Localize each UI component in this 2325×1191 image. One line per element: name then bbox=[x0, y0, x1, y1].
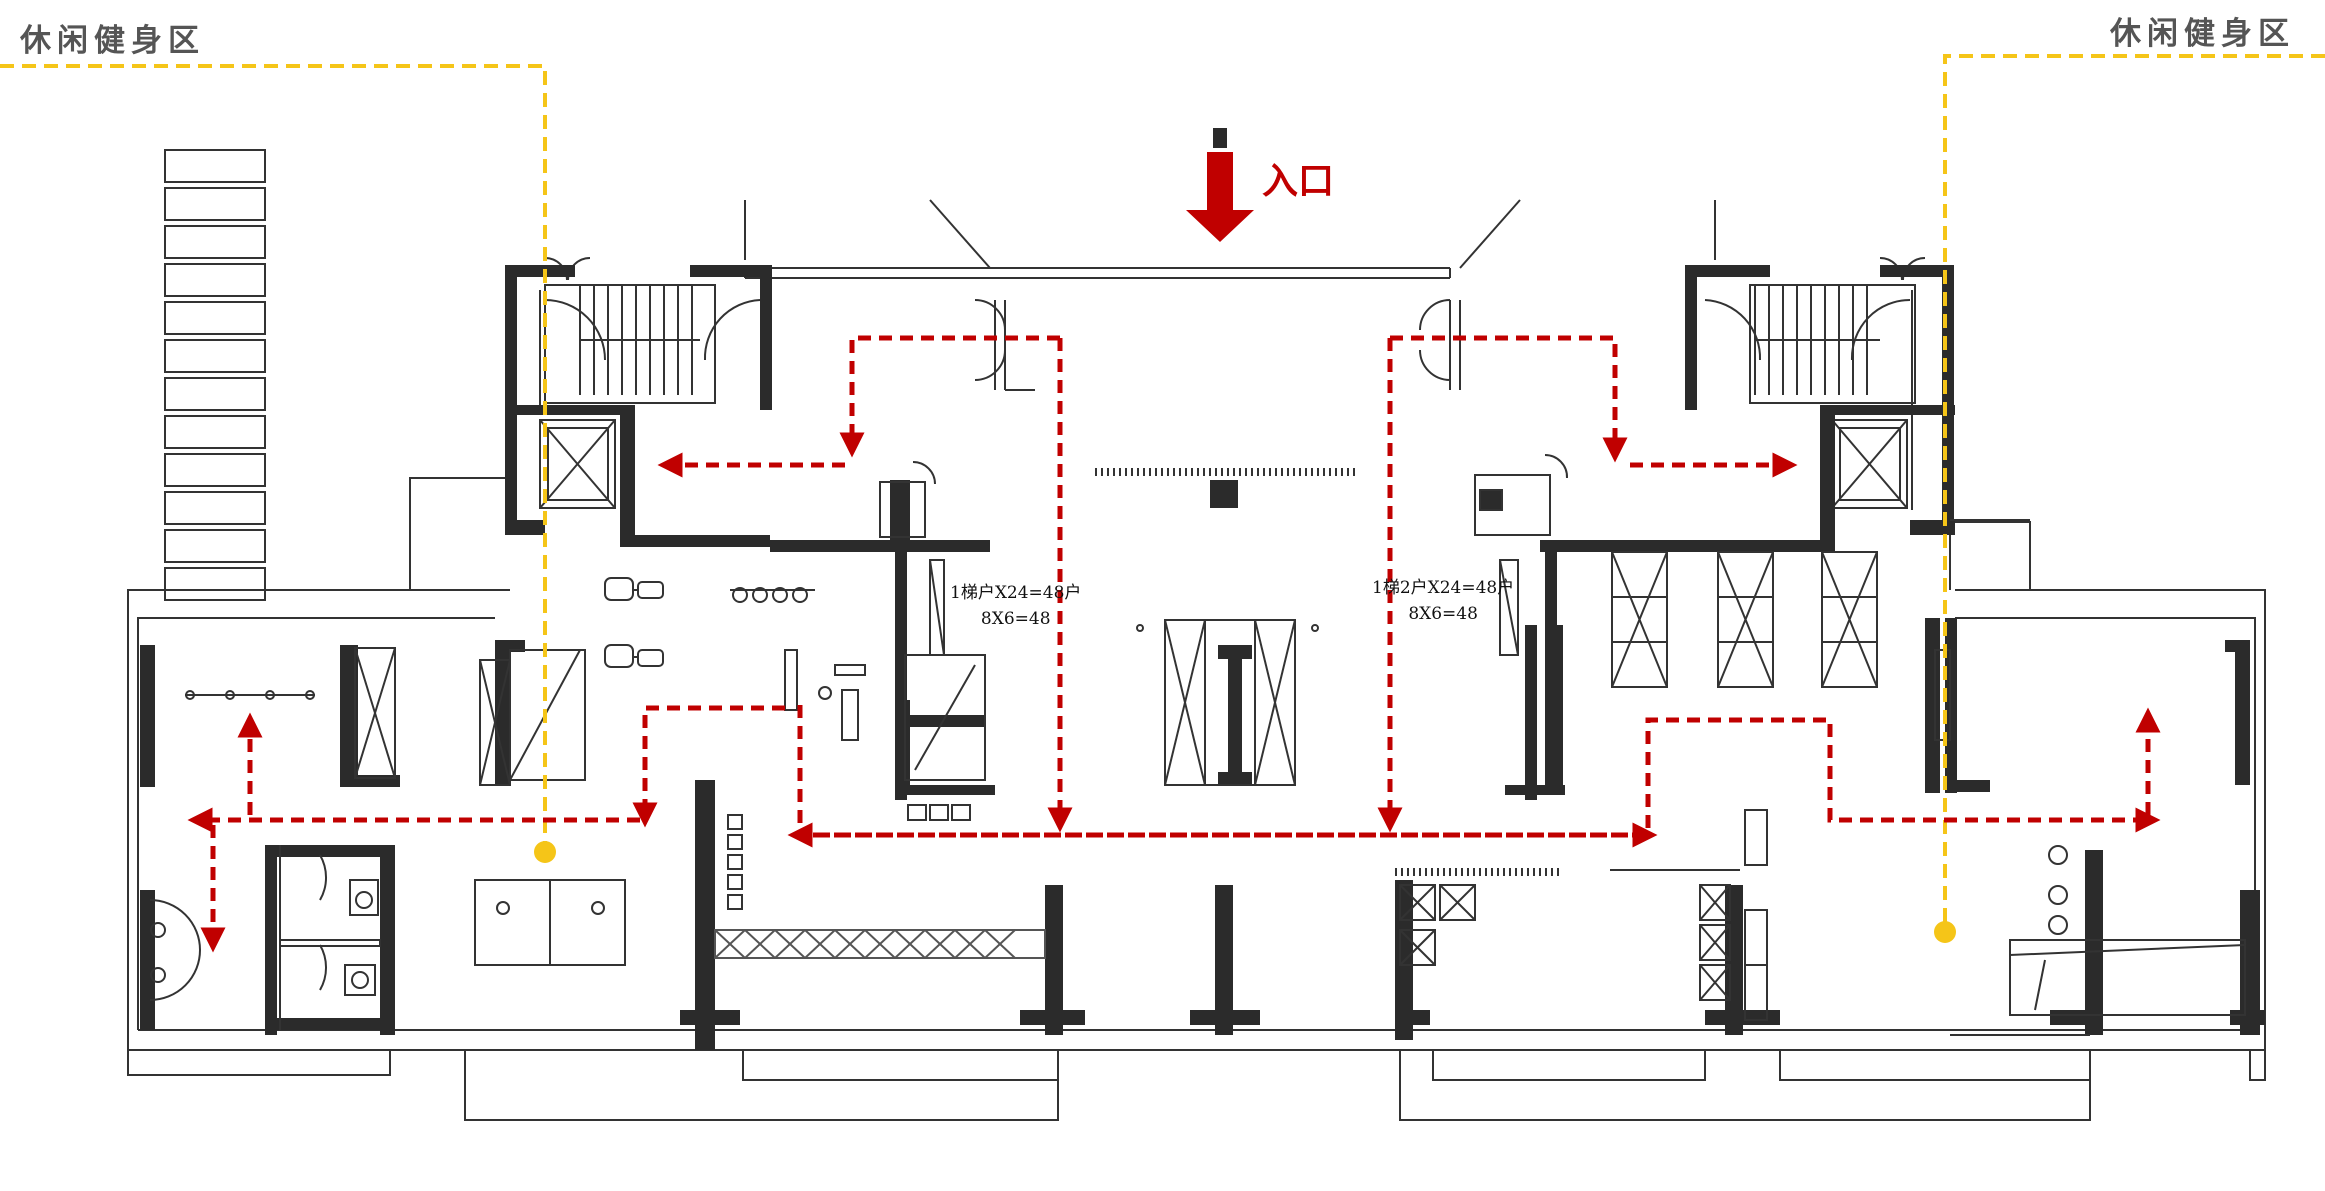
entrance-arrow bbox=[1186, 128, 1254, 242]
route-right-gym bbox=[1645, 717, 2161, 833]
right-core bbox=[1505, 257, 1990, 795]
entrance-label: 入口 bbox=[1262, 161, 1335, 202]
right-gym-room bbox=[1395, 519, 2265, 1040]
circulation-routes bbox=[187, 335, 2161, 953]
unit-note-right: 1梯2户X24=48户 8X6=48 bbox=[1372, 575, 1514, 627]
route-top-left bbox=[839, 335, 1060, 458]
route-left-gym bbox=[632, 705, 785, 828]
leisure-leader-left bbox=[0, 64, 547, 850]
unit-note-right-line1: 1梯2户X24=48户 bbox=[1372, 578, 1515, 598]
gym-equipment-left bbox=[604, 577, 866, 910]
parking-stack bbox=[164, 149, 266, 601]
zone-label-right: 休闲健身区 bbox=[2110, 16, 2295, 52]
building-outline bbox=[127, 199, 2266, 1121]
unit-note-left-line2: 8X6=48 bbox=[980, 609, 1051, 629]
center-lobby bbox=[1095, 468, 1355, 786]
unit-note-right-line2: 8X6=48 bbox=[1408, 604, 1478, 624]
unit-note-left: 1梯户X24=48户 8X6=48 bbox=[950, 580, 1081, 632]
corridor-strip bbox=[714, 929, 1046, 959]
right-unit bbox=[1419, 299, 1569, 800]
left-gym-room bbox=[140, 577, 1260, 1050]
leisure-marker-left bbox=[534, 841, 556, 863]
zone-label-left: 休闲健身区 bbox=[20, 23, 205, 59]
unit-note-left-line1: 1梯户X24=48户 bbox=[950, 583, 1082, 603]
leisure-marker-right bbox=[1934, 921, 1956, 943]
leisure-leader-right bbox=[1943, 54, 2325, 930]
left-unit bbox=[879, 299, 1035, 821]
route-top-right bbox=[1390, 335, 1628, 463]
